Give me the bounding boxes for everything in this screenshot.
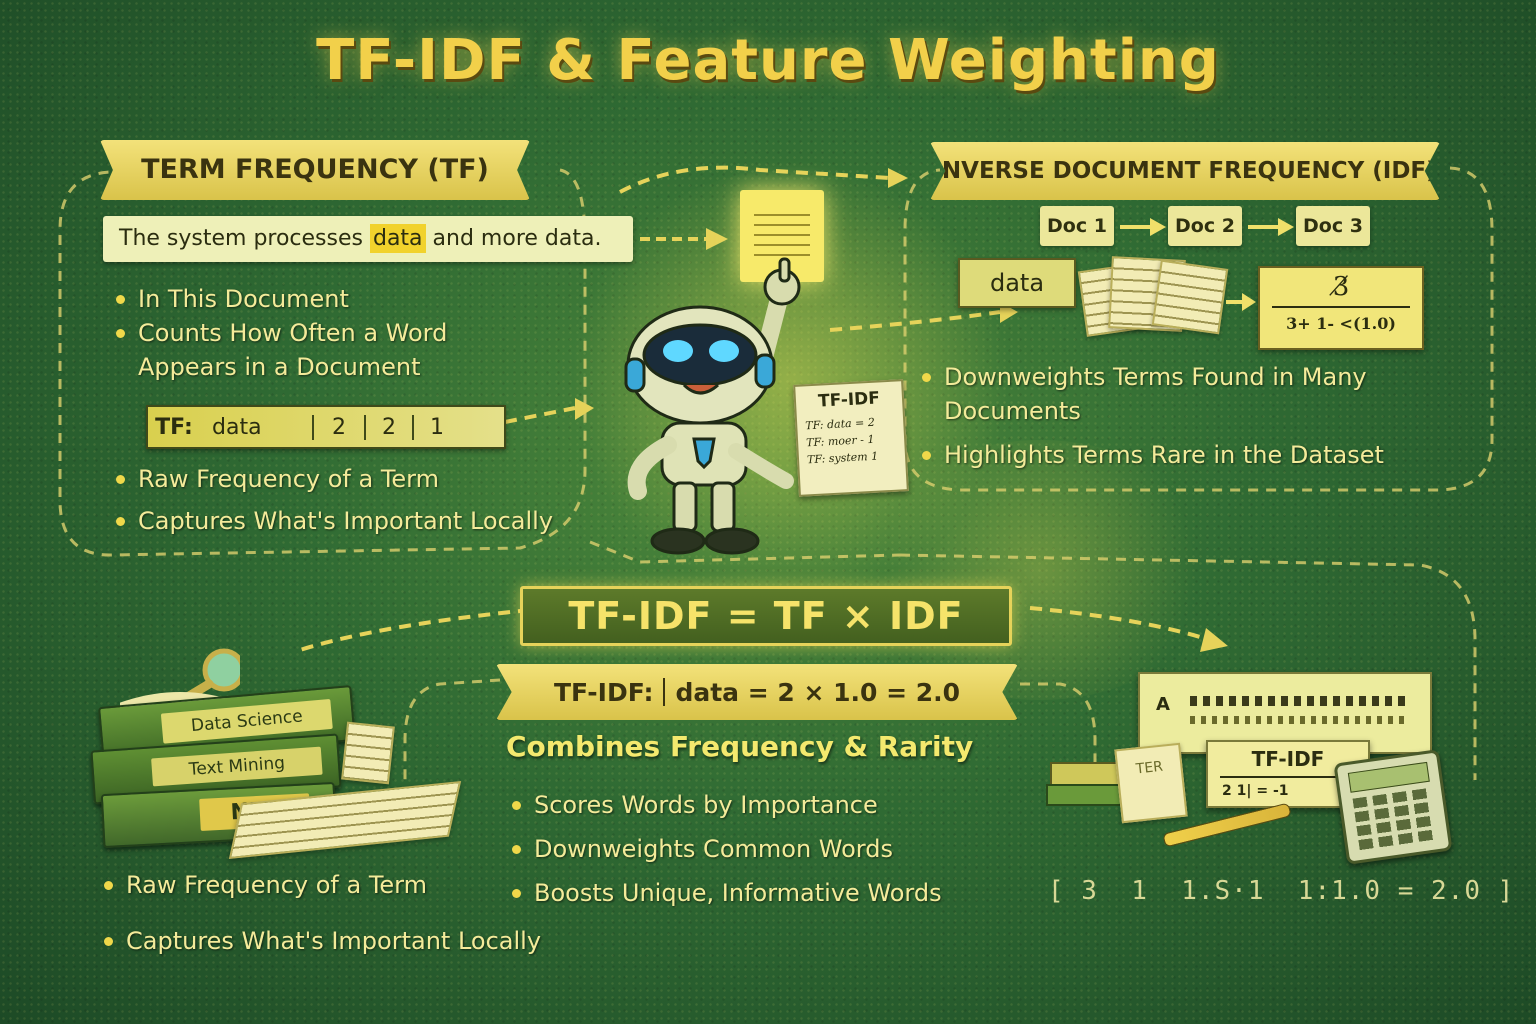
page-title: TF-IDF & Feature Weighting	[316, 28, 1220, 93]
robot-held-card: TF-IDF TF: data = 2 TF: moer - 1 TF: sys…	[793, 379, 909, 497]
example-label: TF-IDF:	[553, 677, 654, 707]
tf-count-table: TF: data 2 2 1	[146, 405, 506, 449]
doc-label-3: Doc 3	[1296, 206, 1370, 246]
idf-fraction-top: 3̸	[1272, 268, 1410, 308]
list-item: Counts How Often a Word Appears in a Doc…	[112, 316, 542, 384]
list-item: Downweights Terms Found in Many Document…	[918, 360, 1458, 428]
doc-label-1: Doc 1	[1040, 206, 1114, 246]
sentence-start: The system processes	[119, 226, 370, 251]
arrow-formula-to-calc	[1029, 606, 1211, 642]
arrow-robot-to-idf	[829, 310, 1001, 332]
result-card-values: 2 1| = -1	[1222, 783, 1289, 799]
example-right-connector	[1020, 682, 1097, 770]
sentence-highlight-term: data	[369, 224, 426, 253]
idf-formula-card: 3̸ 3+ 1- <(1.0)	[1258, 266, 1424, 350]
tf-count-doc1: 2	[312, 414, 364, 440]
tf-heading: TERM FREQUENCY (TF)	[100, 140, 530, 200]
idf-fraction-bottom: 3+ 1- <(1.0)	[1286, 314, 1396, 333]
idf-term-box: data	[958, 258, 1076, 308]
arrow-right-icon	[640, 228, 728, 250]
spreadsheet-letter: A	[1156, 694, 1170, 715]
robot-mascot	[624, 257, 801, 555]
idf-bullets: Downweights Terms Found in Many Document…	[918, 360, 1458, 472]
list-item: Highlights Terms Rare in the Dataset	[918, 438, 1458, 472]
arrowhead	[1200, 628, 1228, 652]
card-row: TF: system 1	[806, 449, 879, 467]
result-card-title: TF-IDF	[1220, 742, 1356, 778]
list-item: Scores Words by Importance	[508, 788, 1028, 822]
tf-count-doc2: 2	[364, 414, 412, 440]
arrow-top-to-idf	[619, 165, 891, 194]
idf-panel-outline	[903, 166, 1494, 492]
tf-panel-outline	[58, 168, 587, 557]
mid-glow	[860, 440, 1220, 700]
tf-table-label: TF:	[155, 414, 193, 440]
combines-bullets: Scores Words by Importance Downweights C…	[508, 788, 1028, 910]
doc-flow-arrows	[1120, 218, 1294, 236]
calculator-icon	[1333, 749, 1453, 865]
result-vector: [ 3 1 1.S·1 1:1.0 = 2.0 ]	[1048, 876, 1515, 906]
list-item: Captures What's Important Locally	[100, 924, 620, 958]
bottom-left-bullets: Raw Frequency of a Term Captures What's …	[100, 868, 620, 958]
tfidf-formula: TF-IDF = TF × IDF	[520, 586, 1012, 646]
list-item: In This Document	[112, 282, 542, 316]
tf-bullets-bottom: Raw Frequency of a Term Captures What's …	[112, 462, 592, 538]
sentence-end: and more data.	[425, 226, 602, 251]
arrow-formula-to-books	[299, 608, 531, 652]
combines-heading: Combines Frequency & Rarity	[506, 730, 974, 763]
example-expression: data = 2 × 1.0 = 2.0	[675, 677, 961, 707]
tf-table-term: data	[212, 414, 262, 440]
arrowhead	[888, 168, 908, 188]
right-connector	[899, 553, 1477, 780]
note-card	[341, 721, 395, 785]
tf-bullets-top: In This Document Counts How Often a Word…	[112, 282, 542, 384]
list-item: Captures What's Important Locally	[112, 504, 592, 538]
list-item: Downweights Common Words	[508, 832, 1028, 866]
arrowhead	[575, 398, 594, 420]
tf-example-sentence: The system processes data and more data.	[103, 216, 633, 262]
tf-count-doc3: 1	[412, 414, 460, 440]
doc-label-2: Doc 2	[1168, 206, 1242, 246]
example-left-connector	[403, 678, 501, 820]
arrow-right-icon	[1226, 293, 1256, 311]
arrow-tf-to-robot	[504, 406, 576, 424]
book-title: Text Mining	[151, 746, 323, 787]
list-item: Raw Frequency of a Term	[100, 868, 620, 902]
receipt-paper: TER	[1114, 742, 1188, 824]
card-title: TF-IDF	[817, 388, 881, 412]
tfidf-example-banner: TF-IDF: data = 2 × 1.0 = 2.0	[496, 664, 1018, 720]
idf-heading: INVERSE DOCUMENT FREQUENCY (IDF)	[930, 142, 1440, 200]
list-item: Raw Frequency of a Term	[112, 462, 592, 496]
list-item: Boosts Unique, Informative Words	[508, 876, 1028, 910]
